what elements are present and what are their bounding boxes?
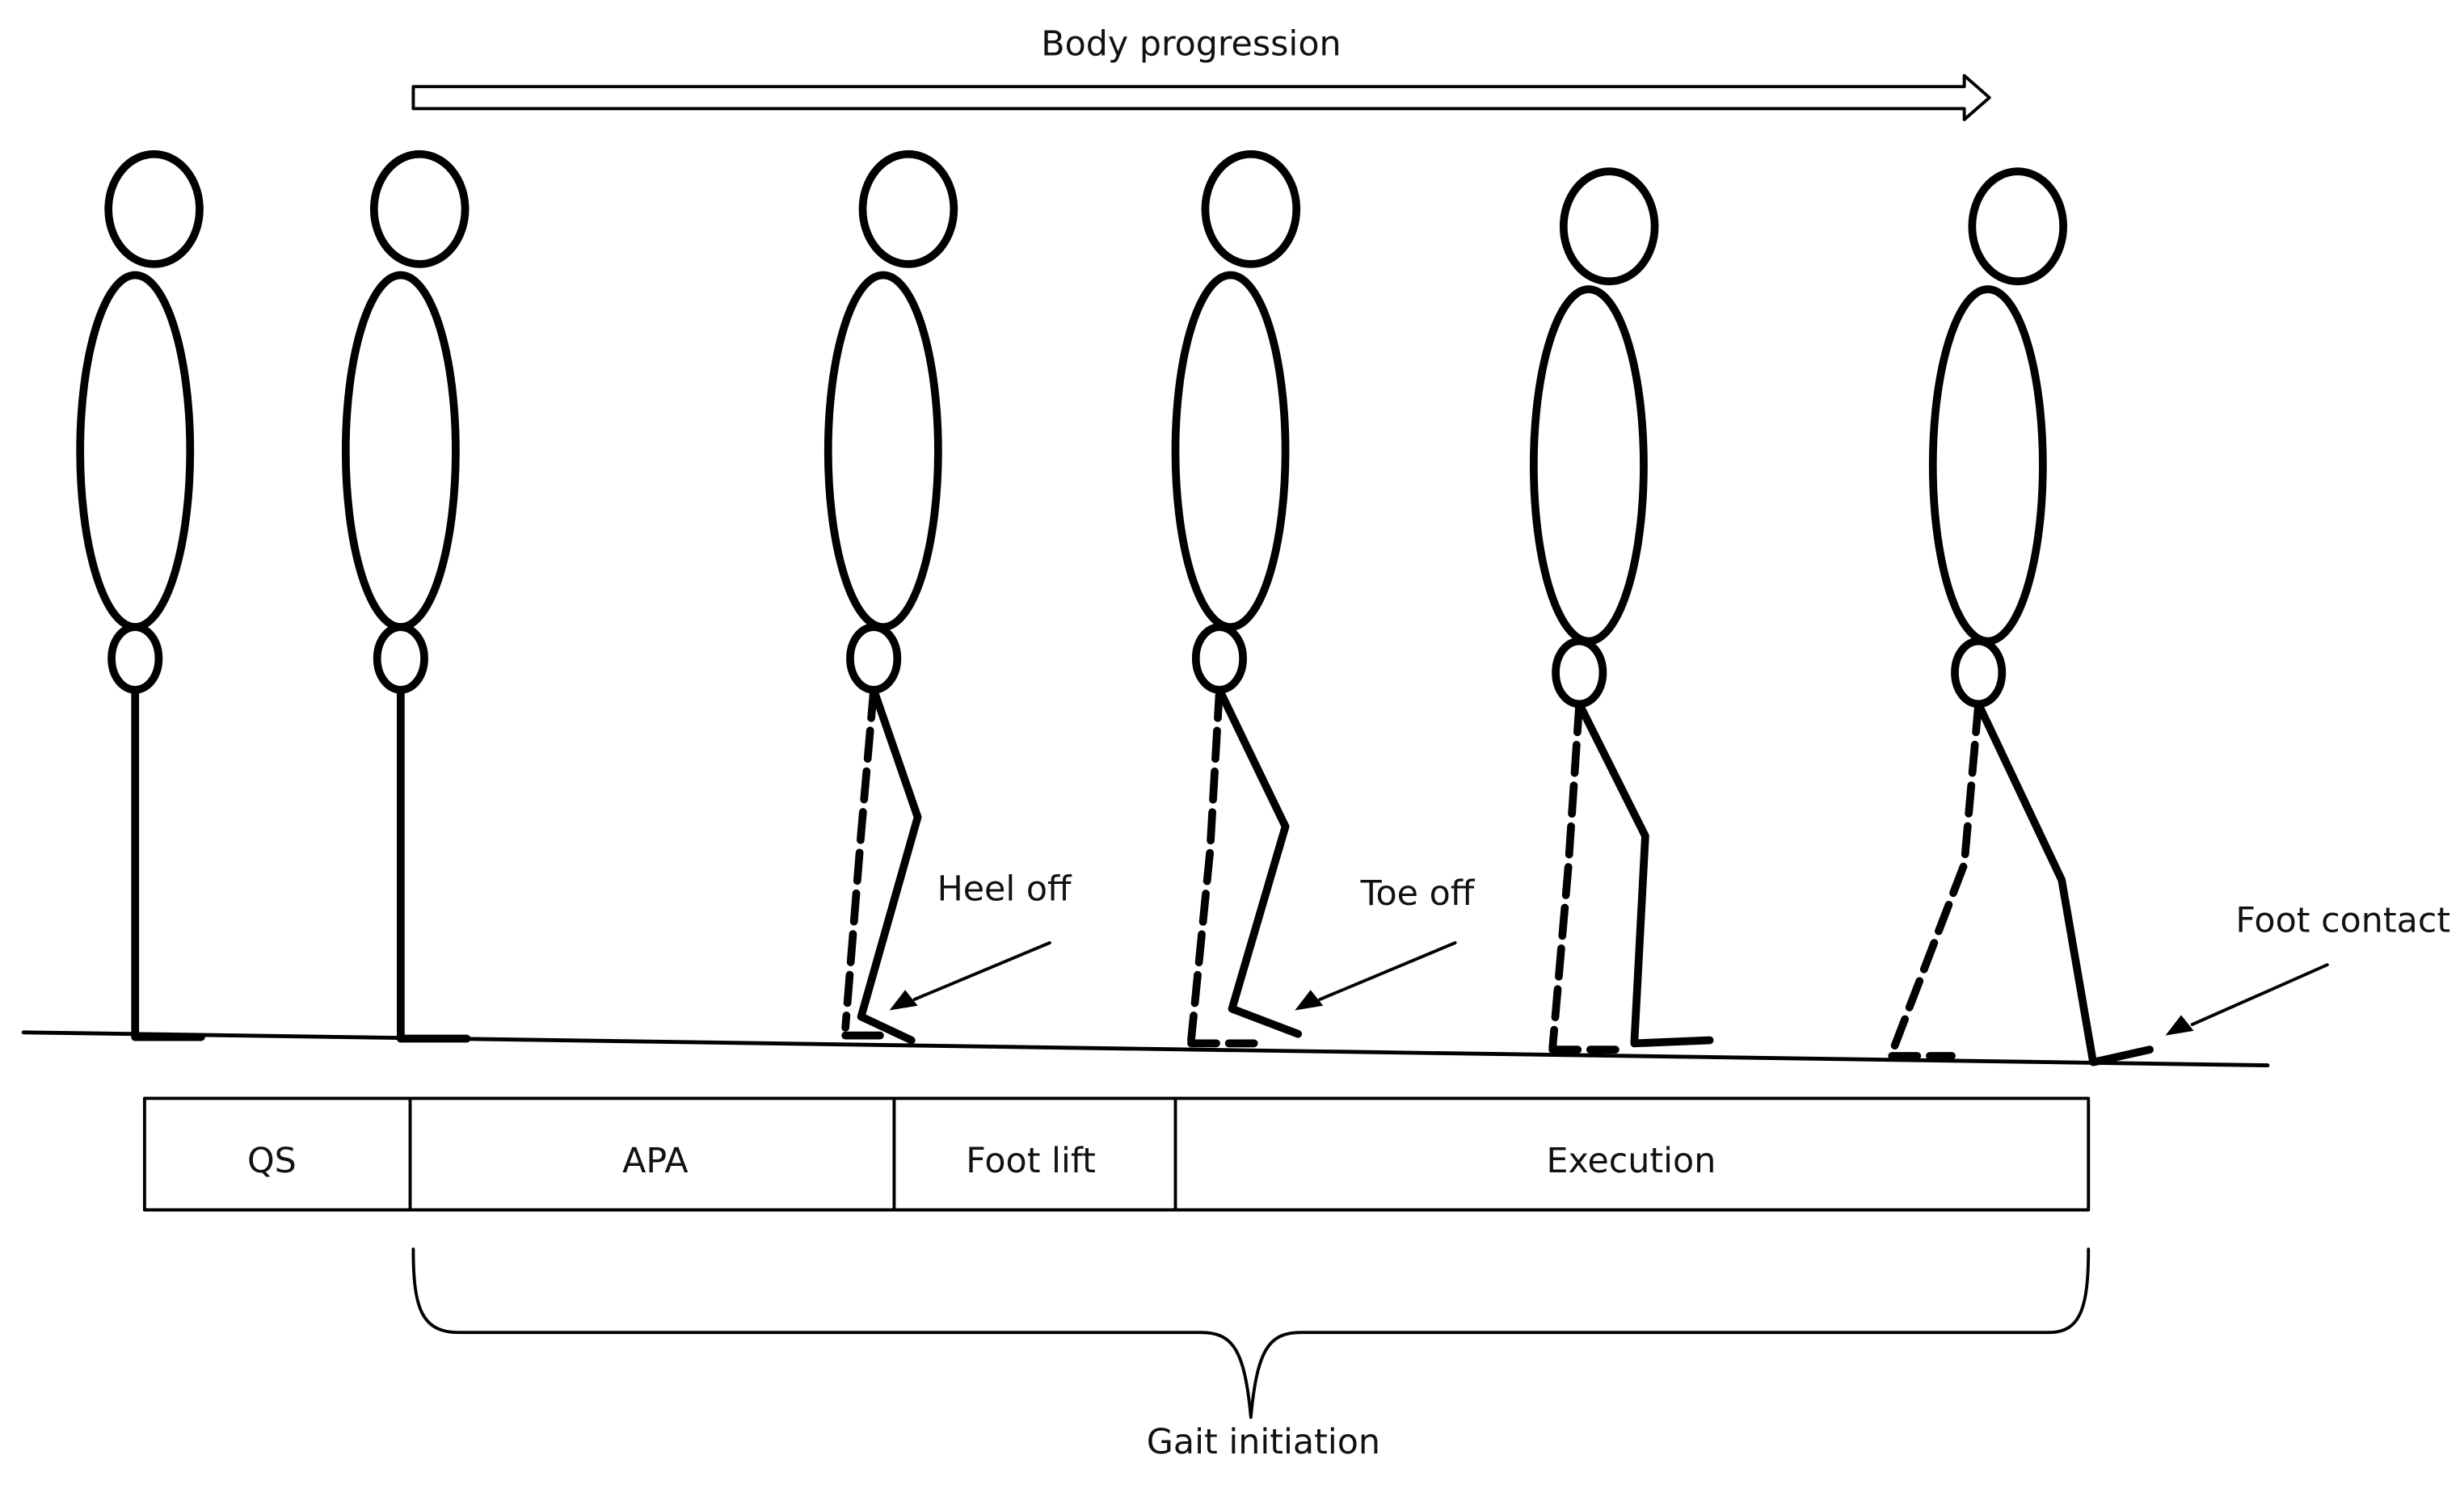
- toe-off-label: Toe off: [1360, 873, 1476, 914]
- body-progression-arrow: [411, 74, 1991, 121]
- phase-execution-label: Execution: [1546, 1141, 1716, 1181]
- figure-toe-off: [1171, 149, 1303, 1048]
- phase-apa-label: APA: [622, 1141, 689, 1181]
- foot-contact-arrowhead: [2165, 1015, 2194, 1036]
- heel-off-arrowhead: [889, 990, 918, 1011]
- body-progression-label: Body progression: [1041, 23, 1341, 64]
- heel-off-label: Heel off: [937, 869, 1072, 909]
- figure-heel-off: [823, 149, 958, 1045]
- figure-foot-contact: [1888, 167, 2154, 1066]
- gait-initiation-brace: [411, 1247, 2091, 1420]
- phase-foot-lift-label: Foot lift: [966, 1141, 1096, 1181]
- gait-initiation-label: Gait initiation: [1147, 1422, 1380, 1462]
- ground-line: [21, 1030, 2270, 1068]
- toe-off-annotation: Toe off: [1295, 873, 1476, 1011]
- foot-contact-annotation: Foot contact: [2165, 900, 2450, 1036]
- figure-execution: [1529, 167, 1714, 1054]
- phase-qs-label: QS: [247, 1141, 297, 1181]
- figure-quiet-standing: [76, 149, 205, 1041]
- figure-apa: [341, 149, 471, 1043]
- toe-off-arrowhead: [1295, 990, 1324, 1011]
- heel-off-annotation: Heel off: [889, 869, 1072, 1011]
- foot-contact-label: Foot contact: [2235, 900, 2450, 940]
- phase-bar: [142, 1096, 2091, 1212]
